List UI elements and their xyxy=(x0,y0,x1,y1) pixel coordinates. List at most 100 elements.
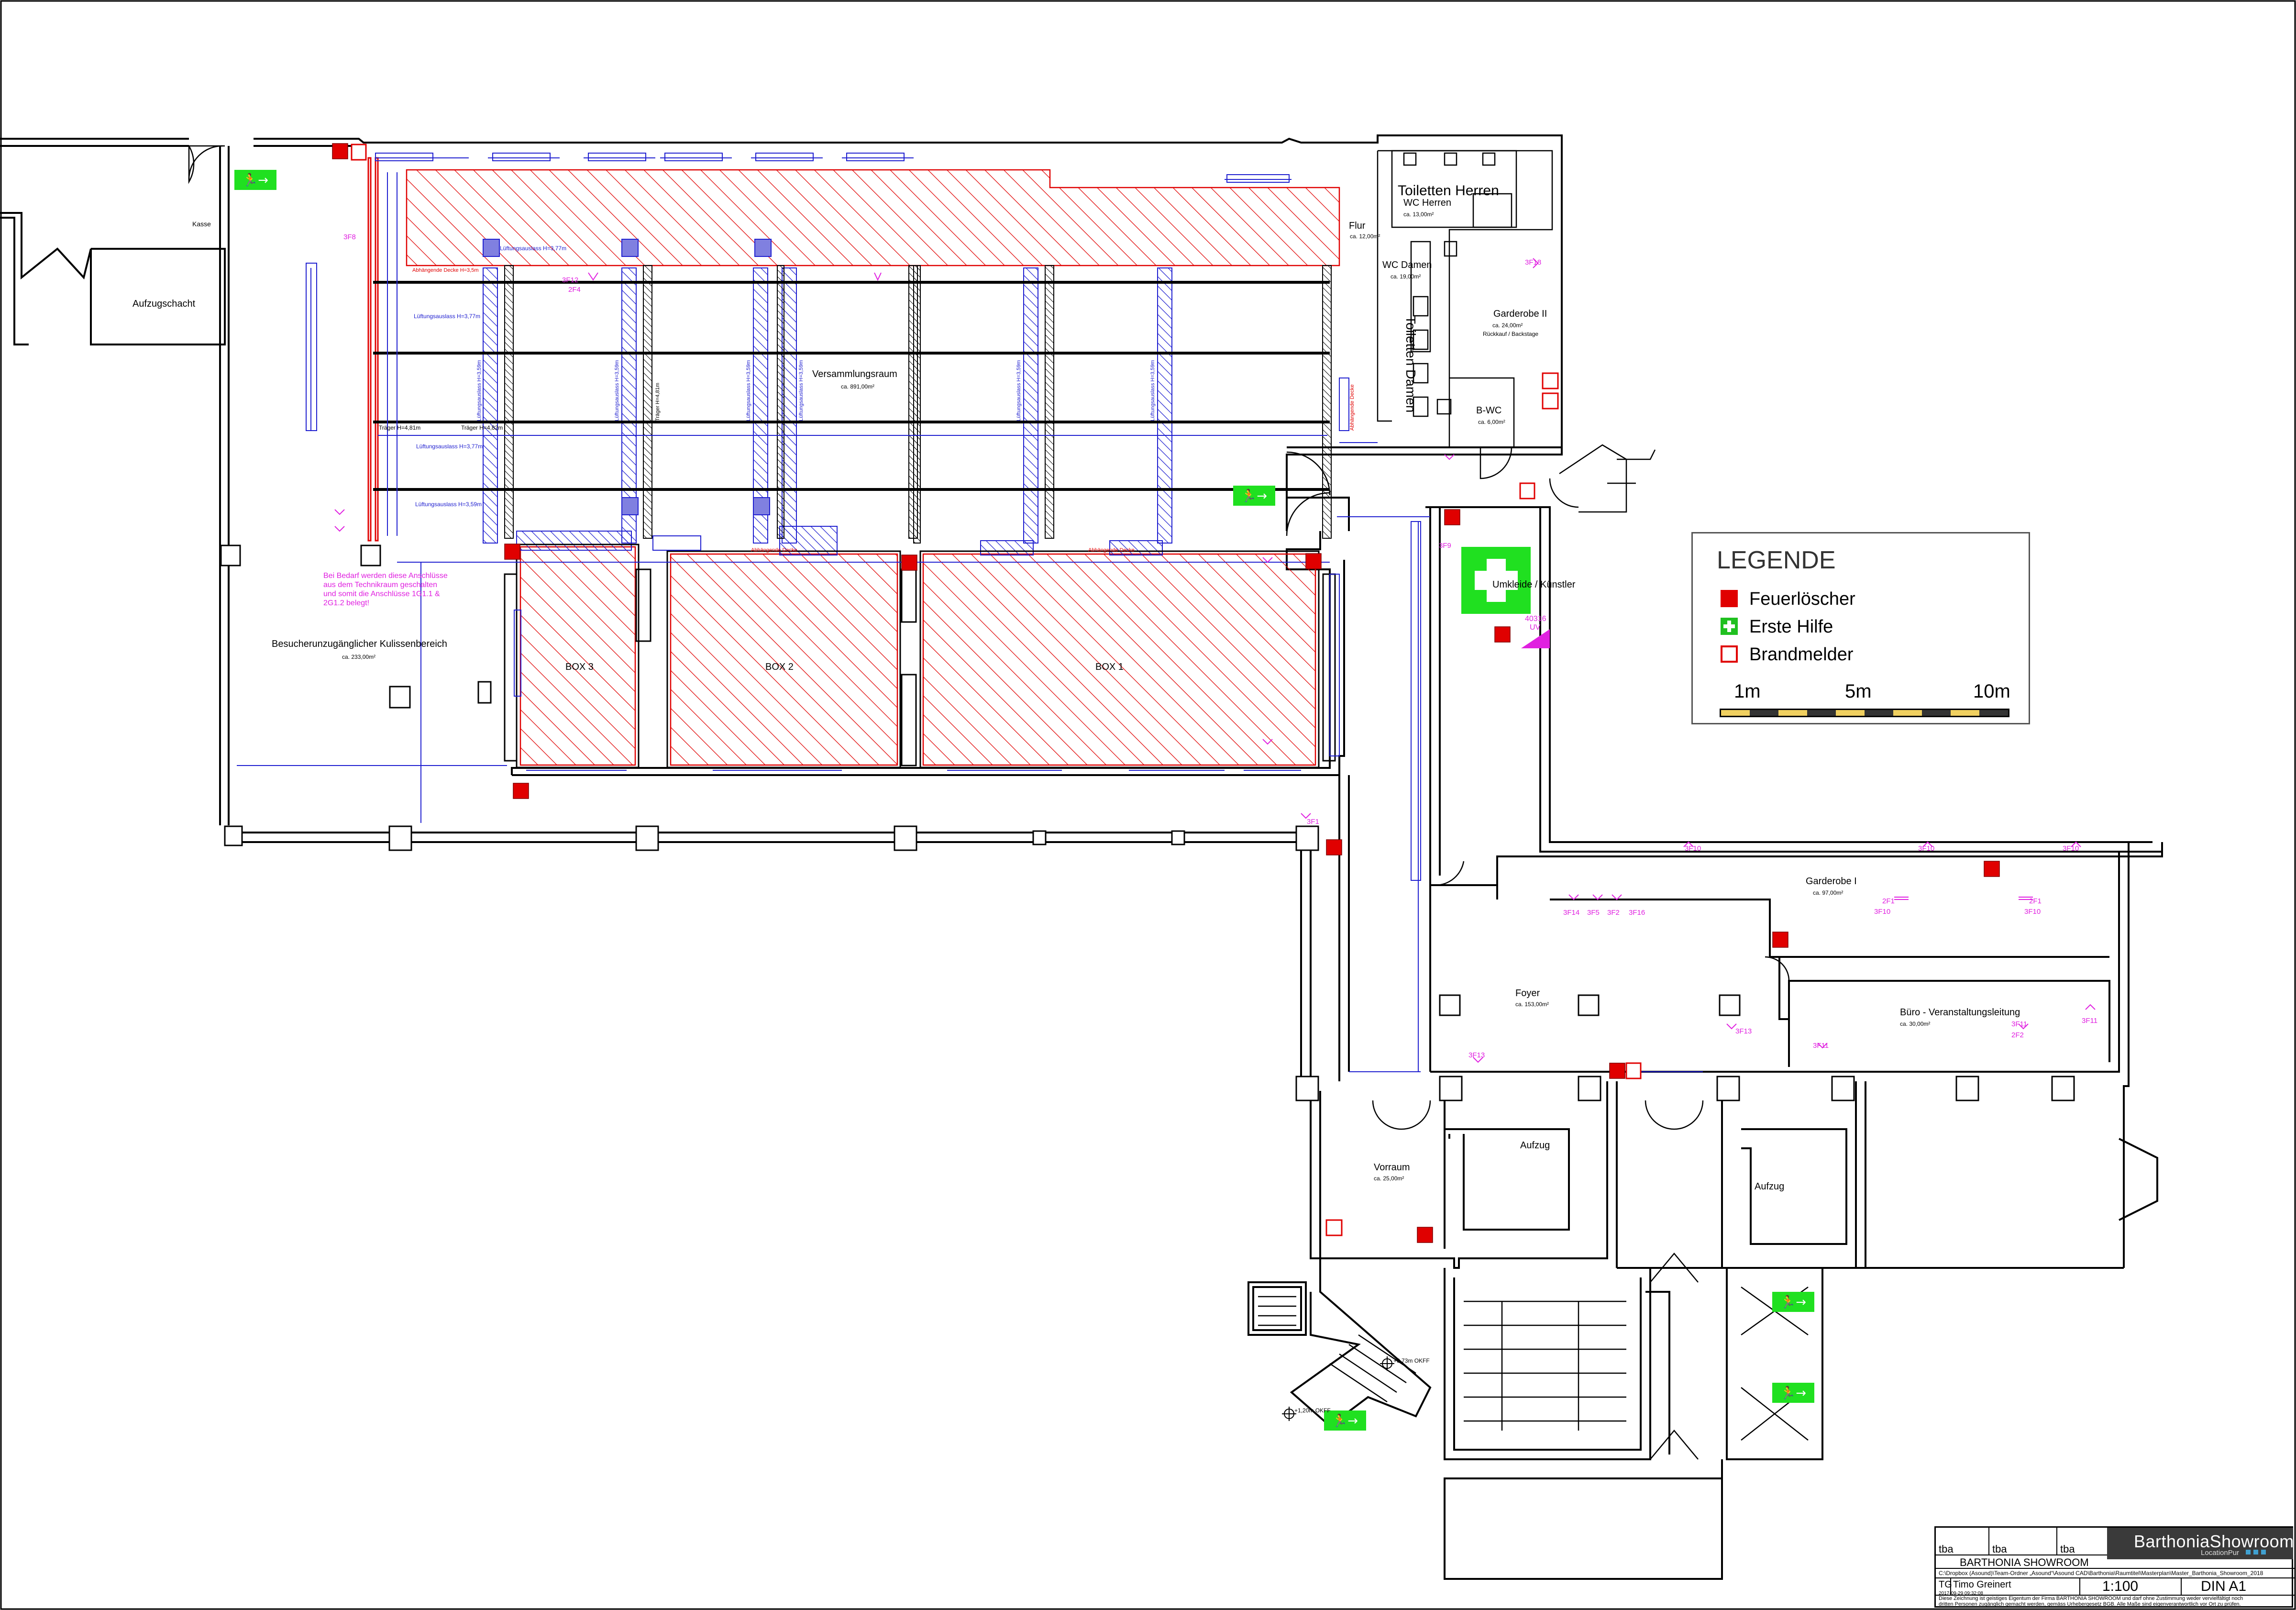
emergency-exit-signs: 🏃→ 🏃→ 🏃→ 🏃→ 🏃→ xyxy=(234,170,1814,1431)
disclaimer-line-2: dritten Personen zugänglich gemacht werd… xyxy=(1939,1601,2241,1607)
room-area-versammlungsraum: ca. 891,00m² xyxy=(841,383,874,390)
exit-sign-icon: 🏃→ xyxy=(1772,1292,1814,1312)
fire-extinguisher-icon xyxy=(513,783,529,799)
fire-extinguisher-icon xyxy=(1326,839,1342,855)
room-label-aufzug-2: Aufzug xyxy=(1755,1181,1784,1192)
doors xyxy=(188,145,1790,1130)
socket-label: 2F4 xyxy=(568,286,581,294)
columns xyxy=(220,544,2075,1101)
svg-text:🏃→: 🏃→ xyxy=(1780,1295,1806,1310)
distribution-board-marker xyxy=(1521,629,1550,648)
file-path: C:\Dropbox (Asound)\Team-Ordner „Asound“… xyxy=(1939,1570,2263,1577)
room-labels: Kasse Aufzugschacht Versammlungsraum ca.… xyxy=(132,183,2020,1192)
room-label-aufzug-1: Aufzug xyxy=(1520,1140,1550,1151)
room-label-versammlungsraum: Versammlungsraum xyxy=(812,369,897,379)
fire-extinguisher-icon xyxy=(1721,590,1738,607)
room-label-toiletten-damen: Toiletten Damen xyxy=(1403,316,1418,412)
room-note-garderobe2: Rückkauf / Backstage xyxy=(1483,331,1538,337)
fire-extinguisher-icon xyxy=(901,555,917,571)
smoke-detector-icon xyxy=(1519,482,1535,500)
socket-label: 3F5 xyxy=(1587,909,1600,917)
brand-logo: BarthoniaShowroom LocationPur xyxy=(2107,1528,2294,1559)
room-label-vorraum: Vorraum xyxy=(1374,1162,1410,1173)
socket-label: 3F18 xyxy=(1525,258,1541,266)
room-area-garderobe1: ca. 97,00m² xyxy=(1813,889,1843,896)
annotation-lueftung-4: Lüftungsauslass H=3,77m xyxy=(500,245,566,252)
room-label-bwc: B-WC xyxy=(1476,405,1501,416)
drawing-scale: 1:100 xyxy=(2102,1578,2139,1594)
fire-extinguisher-icon xyxy=(332,143,348,159)
fire-extinguisher-icon xyxy=(1772,932,1788,948)
trusses xyxy=(504,265,1332,544)
anschluss-note-line-2: aus dem Technikraum geschalten xyxy=(323,581,437,589)
socket-label: 3F9 xyxy=(1439,542,1451,550)
legend-title: LEGENDE xyxy=(1717,546,1836,574)
annotation-lueftung-v6: Lüftungsauslass H=3,59m xyxy=(1150,360,1156,422)
annotation-traeger-v: Träger H=4,81m xyxy=(655,383,661,421)
svg-text:🏃→: 🏃→ xyxy=(1241,489,1267,503)
smoke-detector-icon xyxy=(1542,392,1559,410)
fire-extinguishers xyxy=(332,143,2000,1243)
drawer-initials: TG xyxy=(1939,1579,1952,1590)
socket-labels: 3F8 3F12 2F4 3F9 3F18 3F1 3F10 3F10 3F10… xyxy=(343,233,2097,1059)
first-aid-icon xyxy=(1721,618,1738,635)
annotation-lueftung-v2: Lüftungsauslass H=3,59m xyxy=(614,360,620,422)
room-label-box1: BOX 1 xyxy=(1095,662,1124,672)
annotation-abhaengende-decke: Abhängende Decke H=3,5m xyxy=(412,267,479,273)
socket-label: 3F2 xyxy=(1607,909,1620,917)
fire-extinguisher-icon xyxy=(1305,553,1322,569)
socket-label: 3F11 xyxy=(2082,1017,2097,1025)
scale-bar xyxy=(1720,709,2009,717)
dimension-lines xyxy=(237,153,1703,1072)
room-label-aufzugschacht: Aufzugschacht xyxy=(132,299,196,309)
toilet-fixtures xyxy=(1377,150,1553,447)
room-label-toiletten-herren: Toiletten Herren xyxy=(1398,183,1499,199)
uv-label-2: UV xyxy=(1530,623,1541,632)
socket-label: 3F12 xyxy=(562,276,578,284)
first-aid-icon xyxy=(1461,547,1531,614)
socket-label: 2F1 xyxy=(2029,897,2042,905)
svg-text:🏃→: 🏃→ xyxy=(1780,1386,1806,1400)
legend: LEGENDE Feuerlöscher Erste Hilfe Brandme… xyxy=(1691,532,2030,724)
plot-date: 2017-09-29 09:32:08 xyxy=(1939,1591,1983,1596)
room-area-wc-herren: ca. 13,00m² xyxy=(1403,211,1434,218)
smoke-detector-icon xyxy=(1721,645,1738,663)
fire-extinguisher-icon xyxy=(1609,1063,1625,1079)
room-area-wc-damen: ca. 19,00m² xyxy=(1391,273,1421,280)
annotation-abhaengende-decke-3: Abhängende Decke xyxy=(1088,547,1135,553)
disclaimer-line-1: Diese Zeichnung ist geistiges Eigentum d… xyxy=(1939,1596,2243,1601)
room-label-box3: BOX 3 xyxy=(565,662,594,672)
room-label-kasse: Kasse xyxy=(192,220,211,228)
room-area-flur: ca. 12,00m² xyxy=(1350,233,1380,240)
room-label-wc-damen: WC Damen xyxy=(1382,260,1432,270)
svg-text:🏃→: 🏃→ xyxy=(243,173,268,188)
room-label-garderobe1: Garderobe I xyxy=(1806,876,1857,887)
socket-label: 3F10 xyxy=(2063,844,2079,853)
annotation-lueftung-2: Lüftungsauslass H=3,77m xyxy=(416,443,483,450)
socket-label: 3F10 xyxy=(1874,908,1890,916)
legend-item-label: Feuerlöscher xyxy=(1749,589,1855,609)
scale-label-1m: 1m xyxy=(1734,681,1761,702)
exit-sign-icon: 🏃→ xyxy=(1772,1383,1814,1403)
legend-item-label: Brandmelder xyxy=(1749,644,1854,665)
exit-sign-icon: 🏃→ xyxy=(1324,1410,1366,1431)
socket-label: 3F13 xyxy=(1468,1051,1485,1059)
technical-annotations: Abhängende Decke H=3,5m Abhängende Decke… xyxy=(323,245,1546,1414)
smoke-detector-icon xyxy=(1325,1219,1343,1236)
socket-label: 3F11 xyxy=(2011,1020,2027,1028)
socket-label: 3F8 xyxy=(343,233,356,241)
paper-format: DIN A1 xyxy=(2201,1578,2247,1594)
fire-extinguisher-icon xyxy=(1444,509,1460,525)
fire-extinguisher-icon xyxy=(1984,861,2000,877)
annotation-traeger-2: Träger H=4,82m xyxy=(461,424,503,431)
smoke-detector-icon xyxy=(1625,1062,1642,1079)
level-markers xyxy=(1282,1356,1394,1421)
project-name: BARTHONIA SHOWROOM xyxy=(1960,1556,2089,1568)
room-area-buero: ca. 30,00m² xyxy=(1900,1021,1930,1027)
anschluss-note-line-4: 2G1.2 belegt! xyxy=(323,599,369,607)
socket-label: 3F14 xyxy=(1563,909,1579,917)
box-frames xyxy=(504,544,1336,768)
anschluss-note-line-3: und somit die Anschlüsse 1G1.1 & xyxy=(323,590,440,598)
annotation-lueftung-3: Lüftungsauslass H=3,59m xyxy=(415,501,482,508)
